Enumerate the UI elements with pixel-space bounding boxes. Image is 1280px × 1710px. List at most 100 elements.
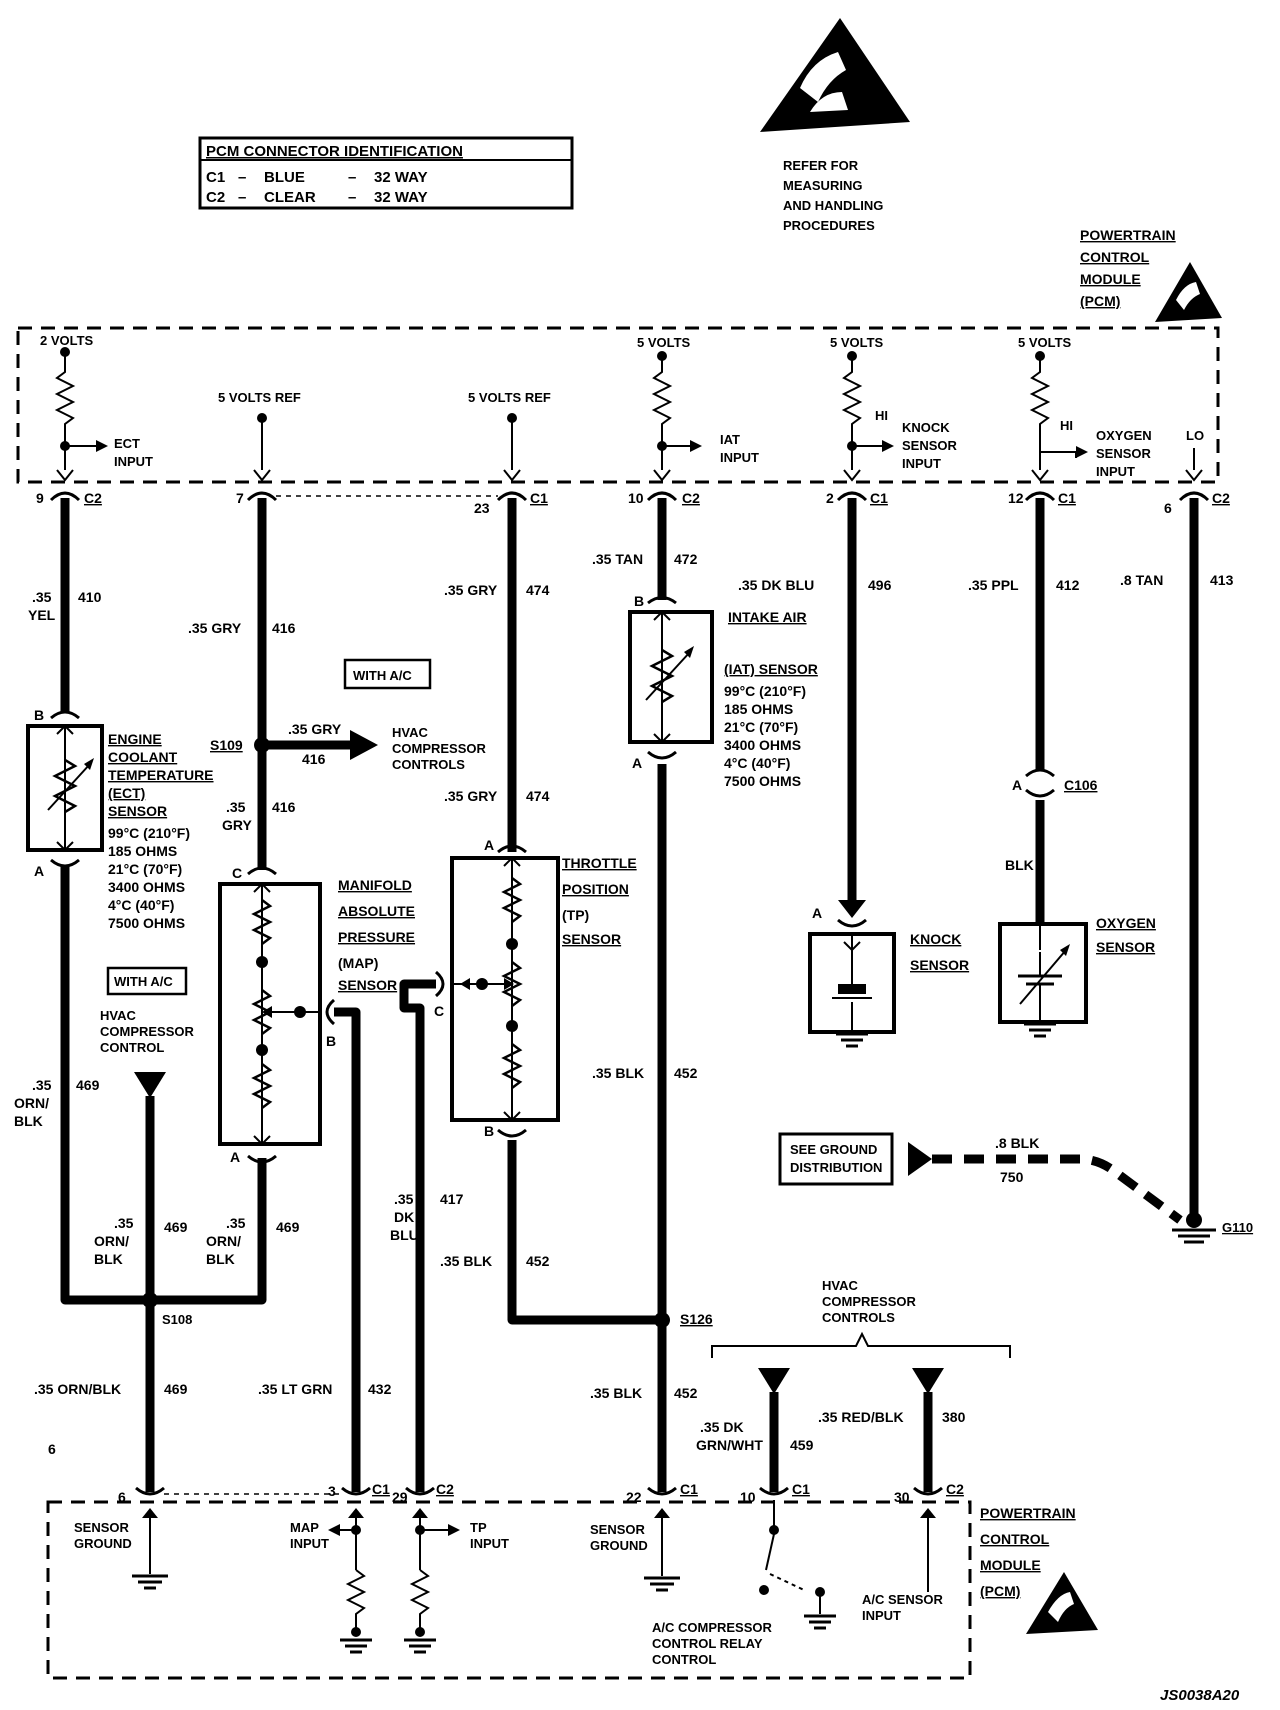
ground-icon [804,1614,836,1630]
svg-text:.35 PPL: .35 PPL [968,577,1019,593]
svg-text:GRY: GRY [222,817,252,833]
svg-text:GRN/WHT: GRN/WHT [696,1437,763,1453]
hvac-arrow-icon [350,730,378,760]
svg-text:.35: .35 [394,1191,414,1207]
svg-text:DK: DK [394,1209,414,1225]
svg-text:B: B [634,593,644,609]
svg-text:OXYGEN: OXYGEN [1096,915,1156,931]
svg-text:SENSOR: SENSOR [1096,446,1152,461]
ect-sensor: B A [26,707,104,879]
svg-text:459: 459 [790,1437,814,1453]
svg-text:21°C (70°F): 21°C (70°F) [108,861,182,877]
svg-text:INPUT: INPUT [114,454,153,469]
svg-text:.35 GRY: .35 GRY [288,721,342,737]
g110-ground-icon [1172,1228,1216,1244]
svg-text:CONTROLS: CONTROLS [392,757,465,772]
svg-text:ORN/: ORN/ [206,1233,241,1249]
svg-text:469: 469 [164,1381,188,1397]
pin-number: 7 [236,490,244,506]
svg-text:.35 GRY: .35 GRY [188,620,242,636]
pcm-label-line: POWERTRAIN [980,1505,1076,1521]
connector-label: C1 [680,1481,698,1497]
svg-text:5 VOLTS: 5 VOLTS [830,335,884,350]
pin-number: 9 [36,490,44,506]
svg-text:POSITION: POSITION [562,881,629,897]
svg-text:452: 452 [674,1065,698,1081]
svg-text:.35: .35 [32,1077,52,1093]
svg-text:A/C SENSOR: A/C SENSOR [862,1592,944,1607]
svg-text:CLEAR: CLEAR [264,189,316,206]
svg-text:.35 GRY: .35 GRY [444,788,498,804]
bottom-internal-arrows [142,1508,936,1518]
svg-text:B: B [484,1123,494,1139]
c106-pin: A [1012,777,1022,793]
svg-text:7500 OHMS: 7500 OHMS [108,915,185,931]
esd-note-line: MEASURING [783,178,862,193]
top-pin-sockets [49,491,1210,502]
pin-number: 10 [628,490,644,506]
svg-text:BLK: BLK [14,1113,43,1129]
svg-text:4°C (40°F): 4°C (40°F) [724,755,790,771]
esd-note-line: PROCEDURES [783,218,875,233]
svg-text:HVAC: HVAC [822,1278,858,1293]
connector-label: C2 [946,1481,964,1497]
svg-text:CONTROLS: CONTROLS [822,1310,895,1325]
pcm-label-line: MODULE [980,1557,1041,1573]
svg-text:469: 469 [276,1219,300,1235]
svg-text:BLK: BLK [94,1251,123,1267]
svg-text:99°C (210°F): 99°C (210°F) [108,825,190,841]
wire-432 [334,1007,361,1492]
pcm-connector-id-table: PCM CONNECTOR IDENTIFICATION C1 – BLUE –… [198,136,574,210]
svg-text:–: – [348,189,356,206]
svg-text:5 VOLTS: 5 VOLTS [637,335,691,350]
esd-note-line: AND HANDLING [783,198,883,213]
svg-text:410: 410 [78,589,102,605]
map-sensor: C B A [218,865,336,1165]
svg-text:432: 432 [368,1381,392,1397]
svg-text:32 WAY: 32 WAY [374,189,428,206]
svg-text:21°C (70°F): 21°C (70°F) [724,719,798,735]
svg-text:TEMPERATURE: TEMPERATURE [108,767,214,783]
with-ac-note: WITH A/C [353,668,412,683]
svg-text:185 OHMS: 185 OHMS [108,843,177,859]
svg-text:.35 BLK: .35 BLK [440,1253,492,1269]
svg-text:INPUT: INPUT [290,1536,329,1551]
svg-text:.8 TAN: .8 TAN [1120,572,1163,588]
svg-text:.35: .35 [226,799,246,815]
svg-text:SENSOR: SENSOR [1096,939,1155,955]
svg-text:OXYGEN: OXYGEN [1096,428,1152,443]
svg-text:(MAP): (MAP) [338,955,378,971]
svg-text:TP: TP [470,1520,487,1535]
connector-label: C2 [1212,490,1230,506]
svg-text:BLU: BLU [390,1227,419,1243]
esd-note-line: REFER FOR [783,158,859,173]
svg-text:INPUT: INPUT [902,456,941,471]
svg-text:.35 LT GRN: .35 LT GRN [258,1381,332,1397]
svg-text:416: 416 [272,799,296,815]
svg-text:416: 416 [302,751,326,767]
svg-text:.8 BLK: .8 BLK [995,1135,1039,1151]
hvac-controls-bracket [711,1331,1011,1358]
svg-text:.35: .35 [226,1215,246,1231]
svg-text:ORN/: ORN/ [94,1233,129,1249]
splice-s126-dot [654,1312,670,1328]
svg-text:472: 472 [674,551,698,567]
svg-text:SENSOR: SENSOR [108,803,167,819]
svg-text:MANIFOLD: MANIFOLD [338,877,412,893]
svg-text:.35: .35 [32,589,52,605]
oxygen-sensor [998,922,1088,1038]
svg-text:99°C (210°F): 99°C (210°F) [724,683,806,699]
svg-text:SENSOR: SENSOR [562,931,621,947]
svg-text:32 WAY: 32 WAY [374,169,428,186]
ground-icon [340,1638,372,1654]
svg-text:(TP): (TP) [562,907,589,923]
svg-text:INPUT: INPUT [470,1536,509,1551]
svg-text:KNOCK: KNOCK [910,931,961,947]
svg-text:MAP: MAP [290,1520,319,1535]
svg-text:HI: HI [1060,418,1073,433]
svg-text:416: 416 [272,620,296,636]
pcm-label-line: MODULE [1080,271,1141,287]
svg-text:INPUT: INPUT [862,1608,901,1623]
top-connector-arrows [56,469,1203,482]
